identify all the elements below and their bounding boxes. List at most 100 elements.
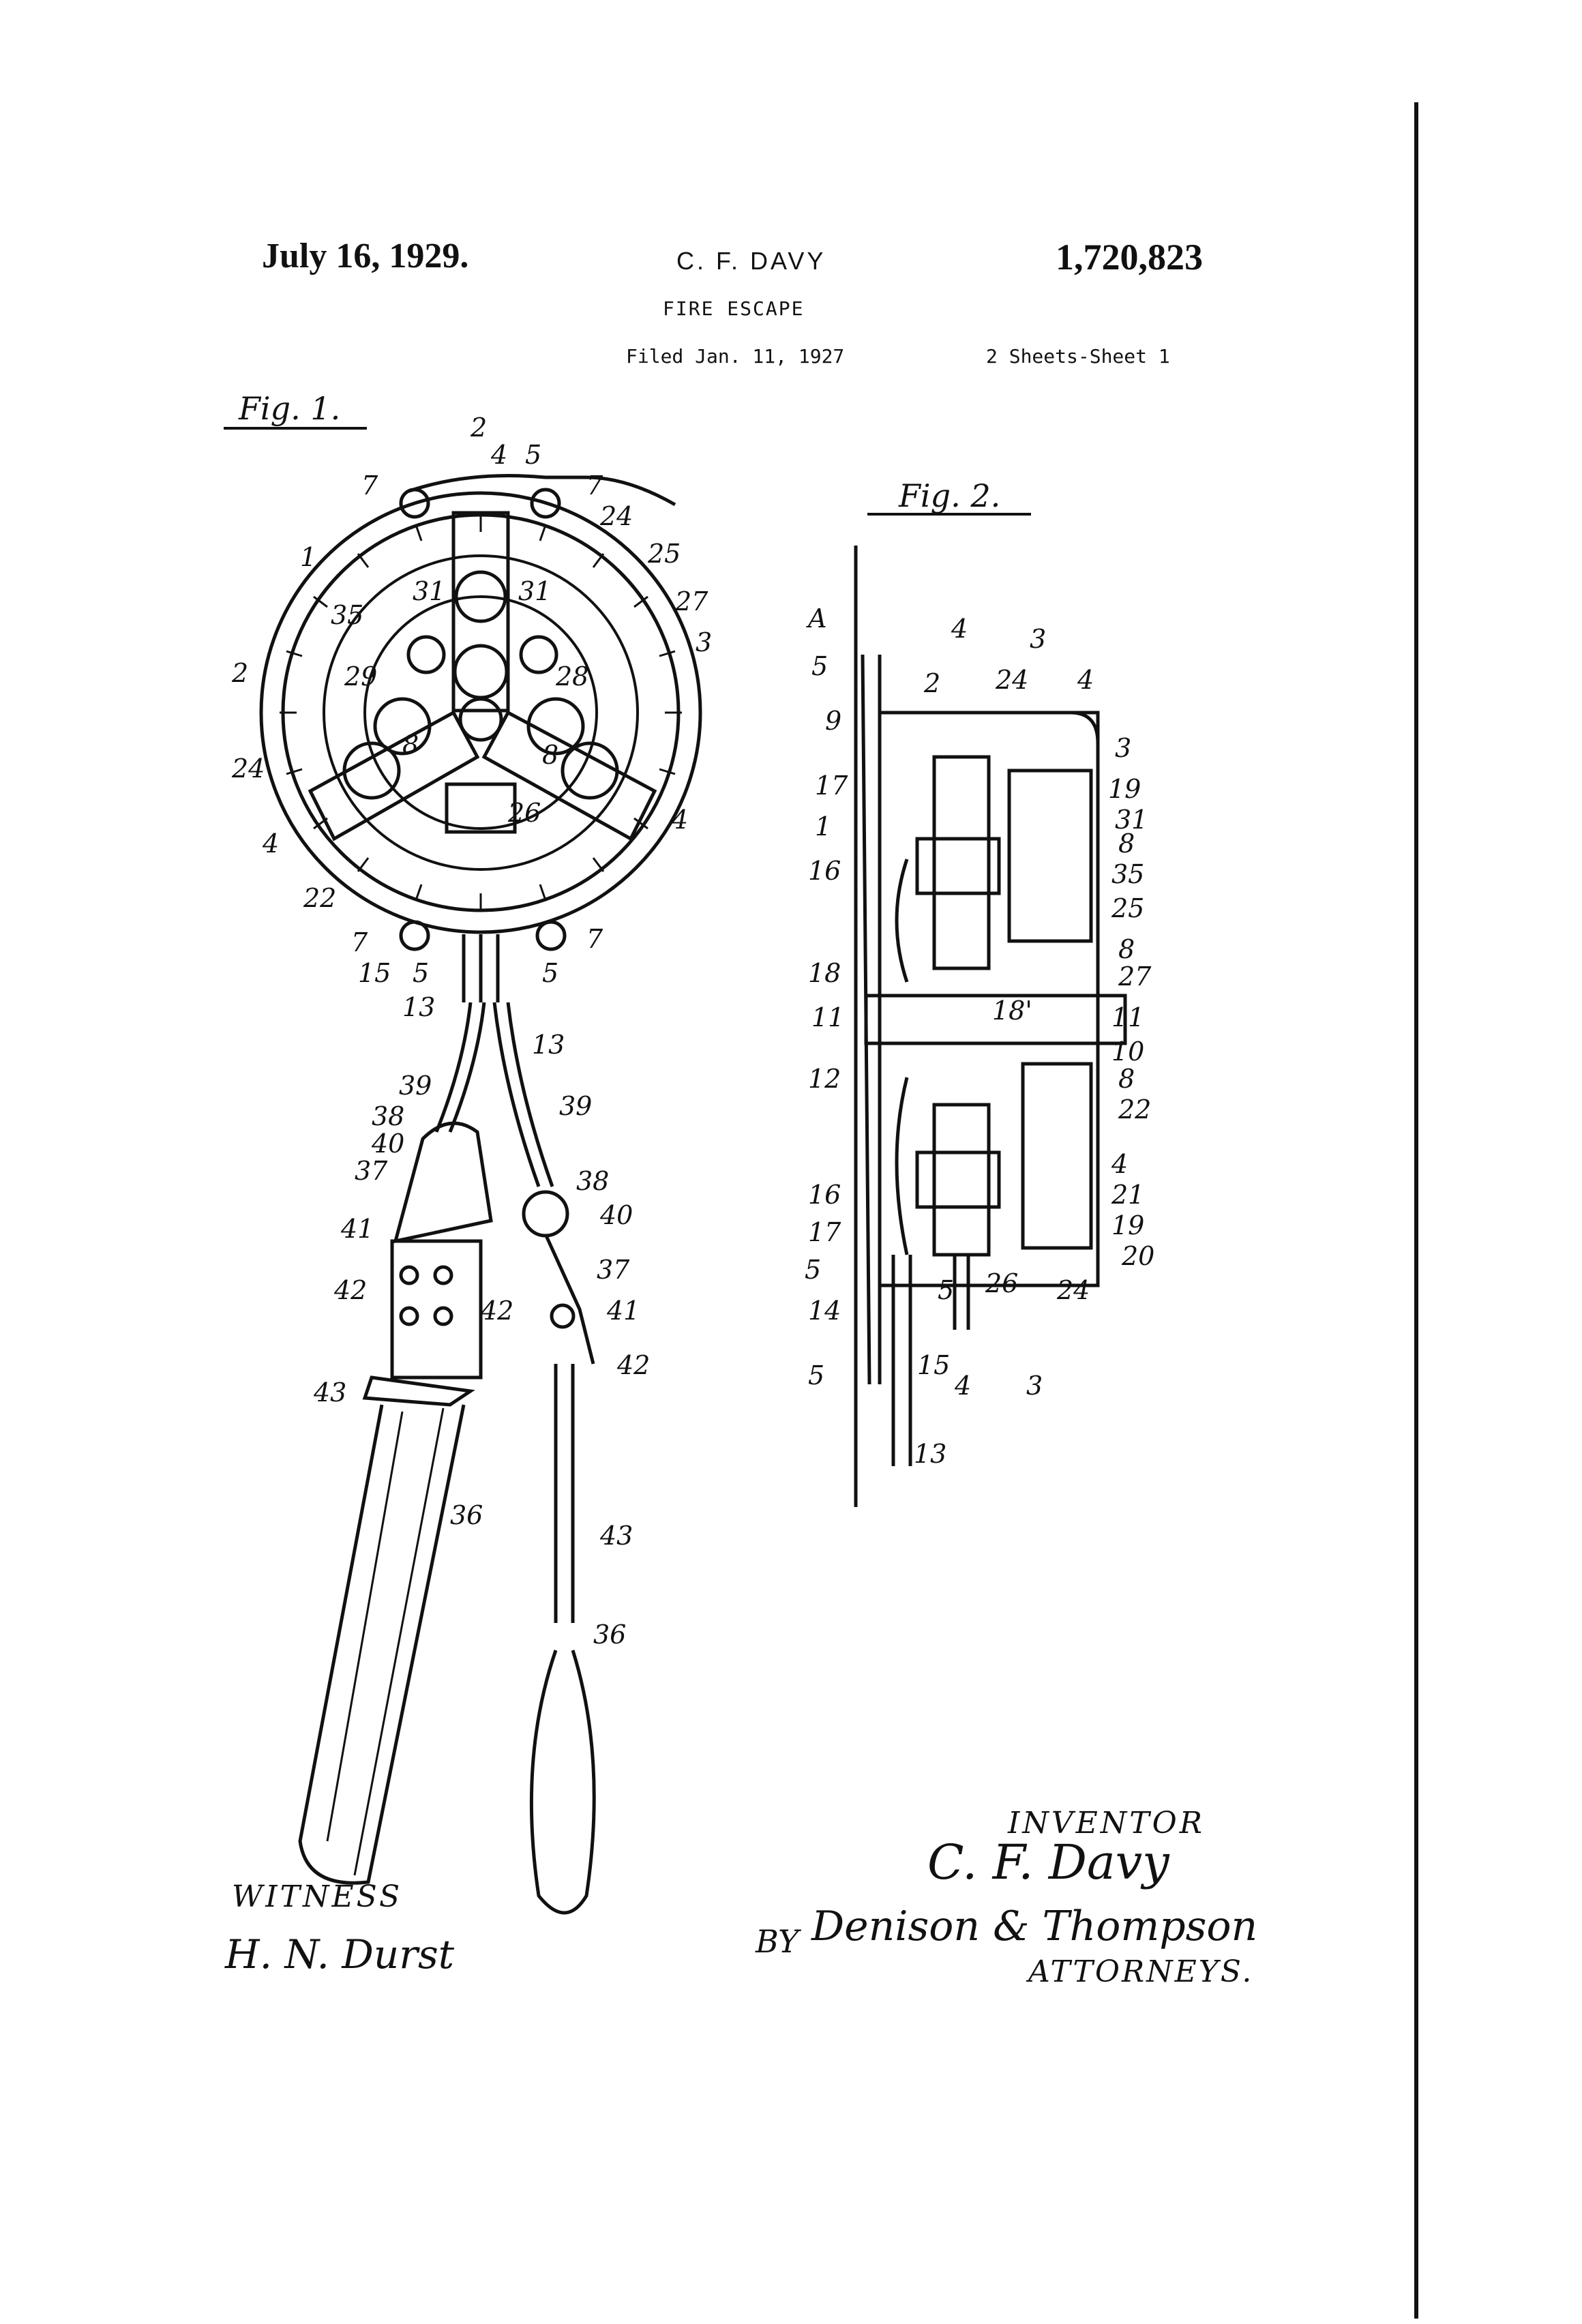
left-clip — [393, 1121, 493, 1244]
ref-label: 3 — [1030, 624, 1046, 654]
ref-label: 39 — [399, 1071, 432, 1101]
inventor-label: INVENTOR — [1008, 1806, 1205, 1841]
right-cord — [554, 1364, 575, 1623]
ref-label: 5 — [938, 1275, 954, 1305]
rivet — [399, 1306, 419, 1326]
page-border-line — [1414, 102, 1418, 2319]
ref-label: 8 — [542, 740, 558, 770]
ref-label: 4 — [951, 614, 968, 644]
ref-label: 11 — [1111, 1002, 1144, 1032]
ref-label: 3 — [1026, 1371, 1043, 1401]
ref-label: 27 — [674, 586, 708, 616]
screw-left — [406, 635, 446, 674]
sheet-count: 2 Sheets-Sheet 1 — [986, 345, 1170, 368]
arm-lower-left — [308, 710, 480, 841]
ref-label: 8 — [1118, 1064, 1135, 1094]
fig2-label-underline — [867, 513, 1031, 516]
ref-label: 5 — [808, 1360, 824, 1390]
ref-label: 41 — [340, 1214, 374, 1244]
ref-label: 5 — [811, 651, 828, 681]
drum-lower — [1021, 1062, 1093, 1250]
ref-label: 43 — [313, 1377, 346, 1407]
roller-hub — [458, 697, 503, 742]
witness-label: WITNESS — [232, 1879, 403, 1914]
ref-label: 13 — [402, 992, 435, 1022]
rivet — [399, 1265, 419, 1285]
cable-right — [492, 1002, 554, 1187]
attorneys-signature: Denison & Thompson — [811, 1903, 1258, 1950]
ref-label: 4 — [490, 440, 507, 470]
ref-label: 8 — [1118, 829, 1135, 859]
right-connector — [543, 1233, 595, 1365]
ref-label: 25 — [647, 539, 681, 569]
ref-label: 4 — [671, 805, 688, 835]
ref-label: 16 — [808, 1180, 841, 1210]
patent-date: July 16, 1929. — [262, 237, 469, 275]
ref-label: 4 — [954, 1371, 971, 1401]
cable-stems — [462, 934, 500, 1002]
ref-label: 8 — [1118, 934, 1135, 964]
gear-lower — [932, 1103, 991, 1257]
ref-label: 7 — [361, 471, 378, 501]
strap-band — [362, 1375, 475, 1407]
ref-label: 31 — [1115, 805, 1148, 835]
ref-label: 36 — [450, 1500, 483, 1530]
ref-label: 42 — [480, 1296, 513, 1326]
ref-label: 2 — [923, 668, 940, 698]
ref-label: 14 — [808, 1296, 841, 1326]
ref-label: 7 — [351, 927, 368, 957]
inner-drum — [363, 595, 598, 830]
ref-label: 8 — [402, 730, 419, 760]
ref-label: 24 — [231, 754, 265, 784]
ref-label: 27 — [1118, 962, 1152, 992]
by-label: BY — [756, 1923, 799, 1960]
ref-label: 18' — [992, 996, 1032, 1026]
ref-label: 22 — [1118, 1094, 1151, 1124]
cable-left — [434, 1002, 486, 1133]
cable-coils — [895, 859, 909, 1255]
ref-label: 36 — [593, 1620, 626, 1650]
gear-ring — [323, 554, 639, 871]
roller-top — [454, 570, 507, 623]
support-5 — [953, 1255, 970, 1330]
ref-label: 37 — [597, 1255, 630, 1285]
ref-label: 13 — [914, 1439, 946, 1469]
left-strap-loop — [298, 1404, 466, 1885]
ref-label: 24 — [995, 665, 1028, 695]
ref-label: 18 — [808, 958, 841, 988]
arm-lower-right — [481, 710, 657, 841]
housing-outer-ring — [259, 491, 702, 934]
left-strap-plate — [390, 1239, 483, 1380]
mount-hole-top-left — [399, 488, 430, 519]
ref-label: 10 — [1111, 1037, 1144, 1067]
shaft-11 — [864, 994, 1127, 1045]
ref-label: 5 — [805, 1255, 821, 1285]
roller-left — [373, 697, 432, 756]
ref-label: 1 — [300, 542, 316, 572]
ref-label: 15 — [358, 958, 391, 988]
ref-label: 42 — [333, 1275, 367, 1305]
patent-number: 1,720,823 — [1056, 237, 1203, 278]
roller-far-left — [342, 741, 401, 800]
screw-right — [519, 635, 558, 674]
roller-right — [526, 697, 585, 756]
ref-label: 40 — [371, 1129, 404, 1159]
ref-label: 2 — [231, 658, 248, 688]
patent-title: FIRE ESCAPE — [663, 297, 805, 320]
ref-label: 38 — [372, 1101, 404, 1131]
ref-label: 17 — [815, 771, 848, 801]
ref-label: 26 — [507, 798, 541, 828]
right-eyelet — [550, 1303, 576, 1329]
ref-label: 13 — [532, 1030, 565, 1060]
ref-label: 37 — [355, 1156, 388, 1186]
bearing-lower — [915, 1150, 1001, 1209]
ref-label: 29 — [344, 661, 377, 691]
ref-label: 11 — [811, 1002, 844, 1032]
ref-label: 26 — [985, 1268, 1018, 1298]
ref-label: 43 — [599, 1521, 633, 1551]
ref-label: 3 — [1115, 733, 1131, 763]
witness-signature: H. N. Durst — [225, 1931, 455, 1978]
attorneys-label: ATTORNEYS. — [1028, 1954, 1254, 1989]
